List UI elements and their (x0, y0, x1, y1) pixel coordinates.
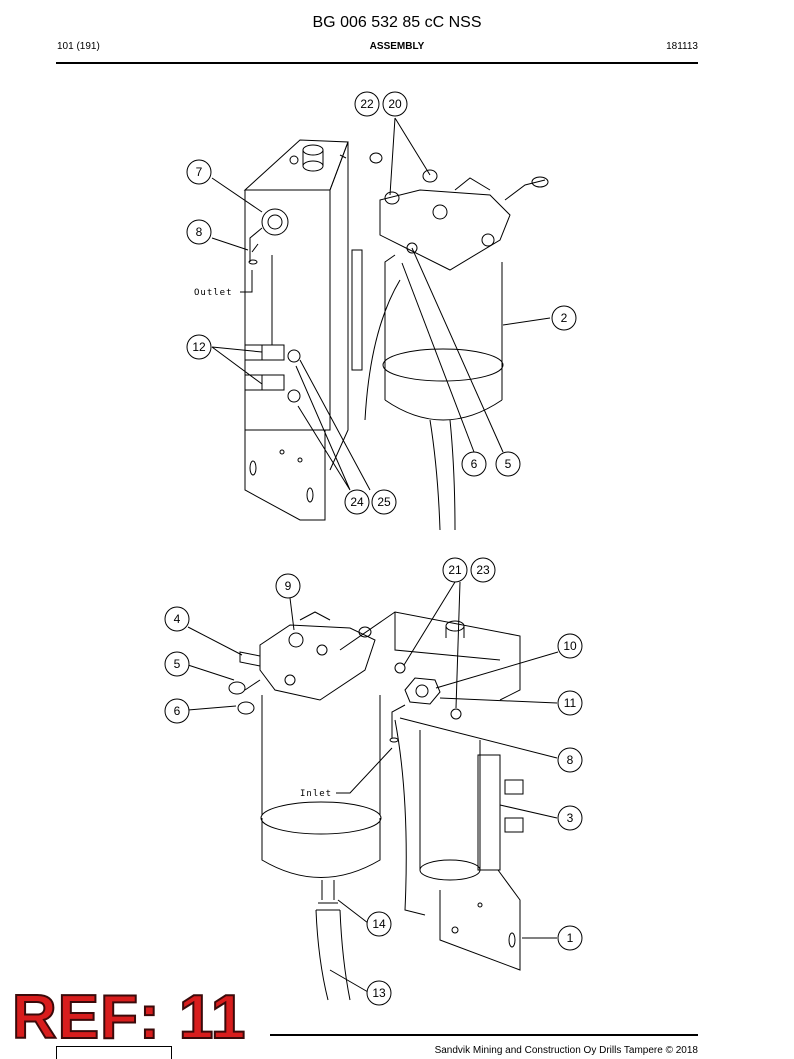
outlet-label: Outlet (194, 288, 233, 298)
svg-text:6: 6 (471, 457, 478, 471)
callout-14: 14 (366, 911, 392, 937)
svg-text:23: 23 (476, 563, 490, 577)
svg-text:22: 22 (360, 97, 374, 111)
callout-5-lower: 5 (164, 651, 190, 677)
svg-text:3: 3 (567, 811, 574, 825)
svg-text:7: 7 (196, 165, 203, 179)
svg-text:11: 11 (564, 696, 577, 710)
callout-5-upper: 5 (495, 451, 521, 477)
section-title: ASSEMBLY (369, 41, 425, 52)
svg-text:9: 9 (285, 579, 292, 593)
svg-text:24: 24 (350, 495, 364, 509)
date-code: 181113 (666, 41, 698, 52)
callouts: 22 20 7 8 2 12 6 5 24 25 21 23 9 4 10 5 … (164, 91, 583, 1006)
callout-8-upper: 8 (186, 219, 212, 245)
callout-13: 13 (366, 980, 392, 1006)
callout-23: 23 (470, 557, 496, 583)
callout-6-upper: 6 (461, 451, 487, 477)
callout-24: 24 (344, 489, 370, 515)
svg-text:14: 14 (372, 917, 386, 931)
callout-22: 22 (354, 91, 380, 117)
callout-10: 10 (557, 633, 583, 659)
callout-2: 2 (551, 305, 577, 331)
callout-25: 25 (371, 489, 397, 515)
page-number: 101 (191) (57, 41, 100, 52)
svg-text:6: 6 (174, 704, 181, 718)
callout-7: 7 (186, 159, 212, 185)
footer-copyright: Sandvik Mining and Construction Oy Drill… (434, 1045, 698, 1056)
svg-text:5: 5 (174, 657, 181, 671)
callout-11: 11 (557, 690, 583, 716)
svg-text:1: 1 (567, 931, 574, 945)
callout-1: 1 (557, 925, 583, 951)
svg-text:8: 8 (567, 753, 574, 767)
inlet-label: Inlet (300, 789, 332, 799)
svg-text:4: 4 (174, 612, 181, 626)
svg-text:12: 12 (192, 340, 206, 354)
svg-text:21: 21 (448, 563, 462, 577)
upper-view: Outlet (194, 117, 551, 531)
svg-text:2: 2 (561, 311, 568, 325)
callout-21: 21 (442, 557, 468, 583)
ref-stamp: REF: 11 (11, 982, 247, 1053)
svg-text:25: 25 (377, 495, 391, 509)
callout-3: 3 (557, 805, 583, 831)
callout-20: 20 (382, 91, 408, 117)
svg-text:13: 13 (372, 986, 386, 1000)
svg-text:5: 5 (505, 457, 512, 471)
callout-6-lower: 6 (164, 698, 190, 724)
header-rule (56, 62, 698, 64)
svg-text:8: 8 (196, 225, 203, 239)
footer-rule (270, 1034, 698, 1036)
callout-4: 4 (164, 606, 190, 632)
svg-text:10: 10 (563, 639, 577, 653)
callout-9: 9 (275, 573, 301, 599)
svg-text:20: 20 (388, 97, 402, 111)
lower-view: Inlet (187, 581, 559, 1001)
callout-12: 12 (186, 334, 212, 360)
document-title: BG 006 532 85 cC NSS (312, 14, 482, 31)
callout-8-lower: 8 (557, 747, 583, 773)
